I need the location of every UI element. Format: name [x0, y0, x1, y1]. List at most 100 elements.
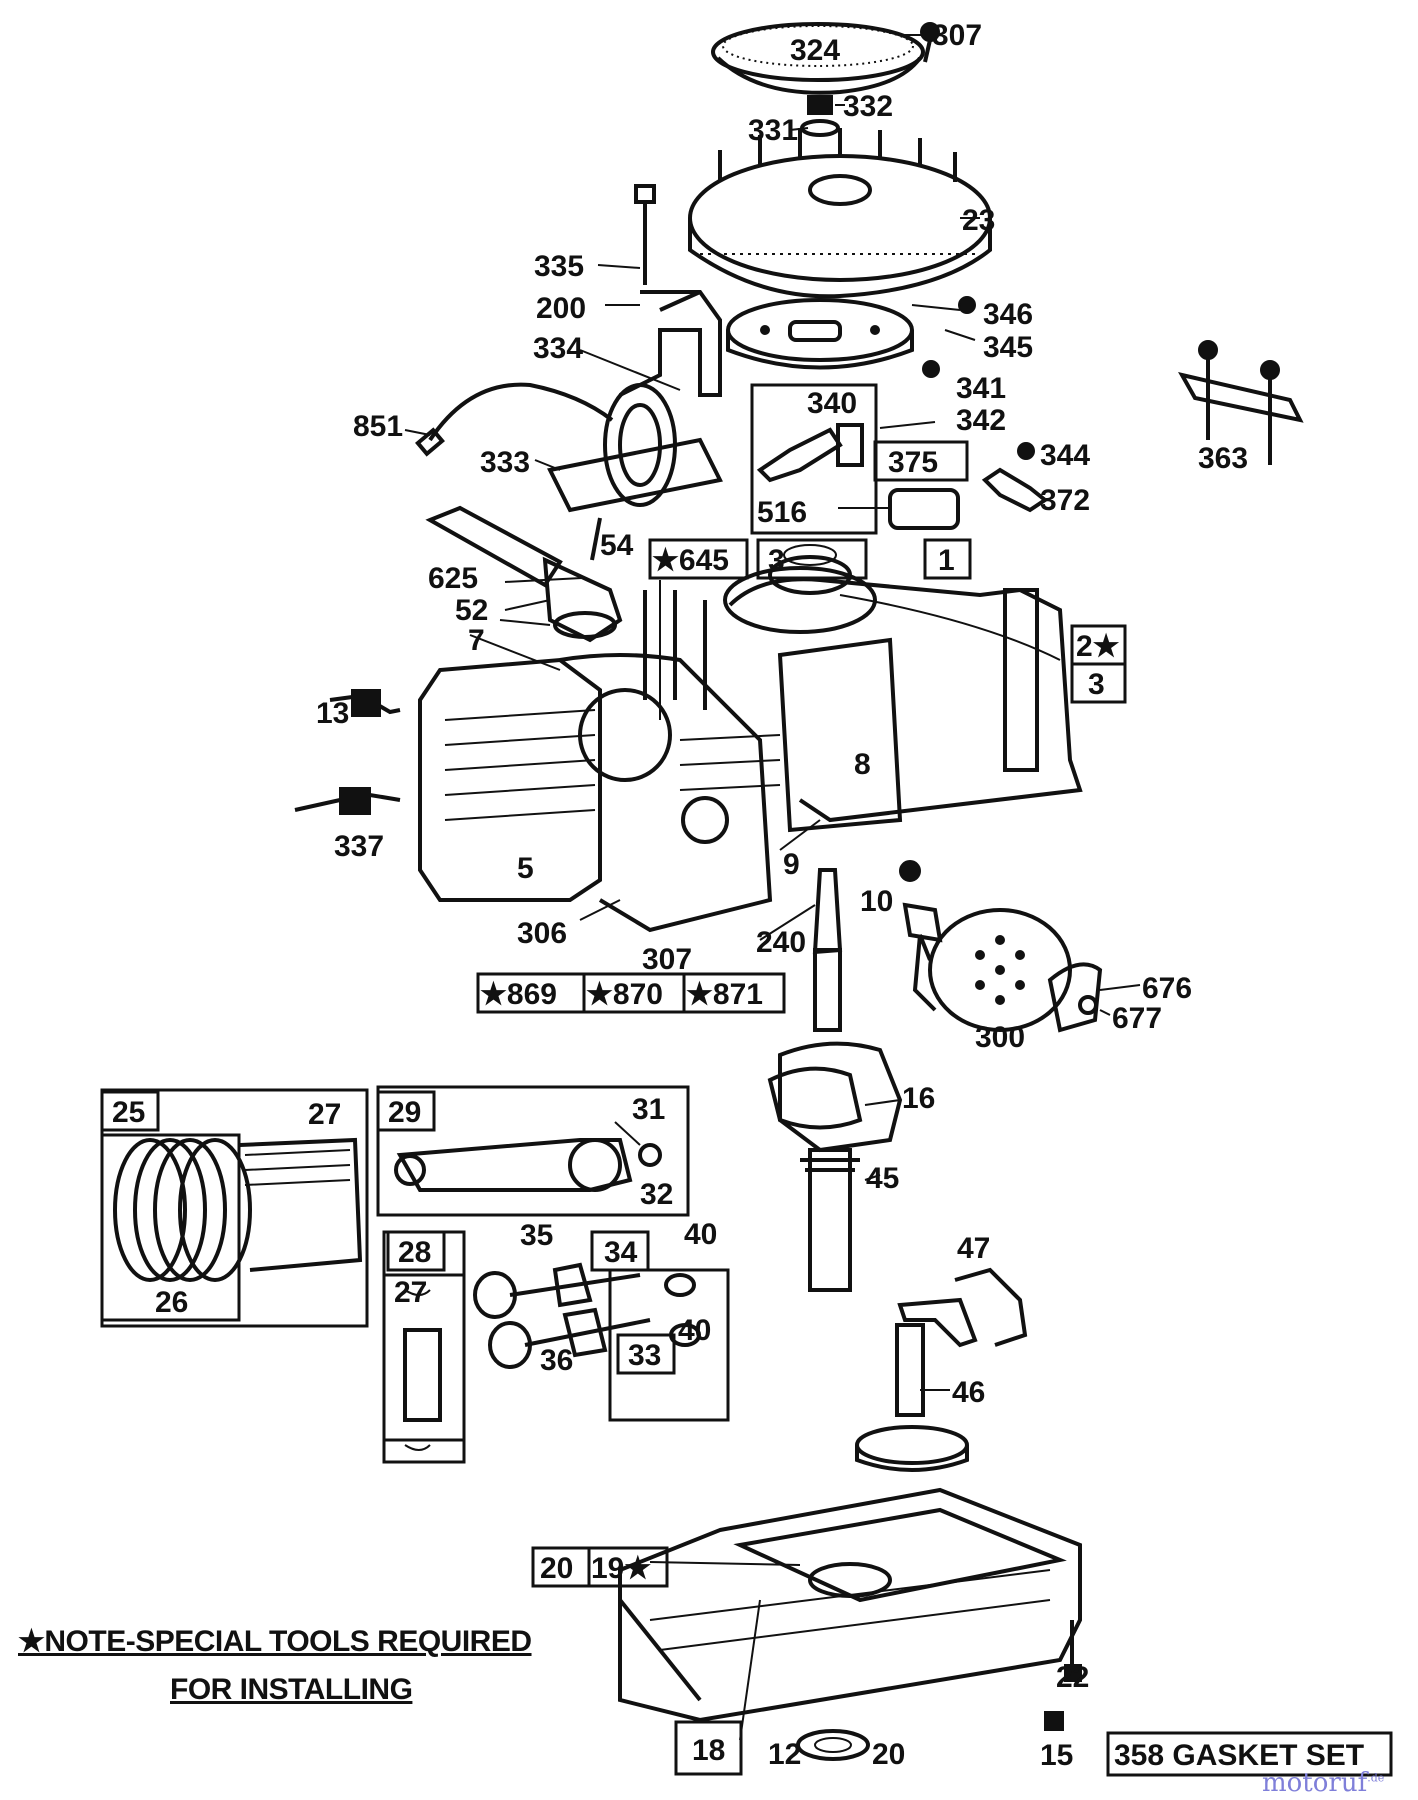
- ignition-armature-part: [415, 382, 723, 513]
- note-for-installing: FOR INSTALLING: [170, 1673, 413, 1706]
- part-label: 345: [983, 331, 1033, 364]
- crankshaft-part: [767, 868, 903, 1292]
- boxed-label: 33: [628, 1339, 661, 1372]
- part-label: 7: [468, 624, 485, 657]
- boxed-label: 358 GASKET SET: [1114, 1739, 1364, 1772]
- boxed-label: 34: [604, 1236, 638, 1269]
- part-label: 625: [428, 562, 478, 595]
- piston-pin-inner-frame: [382, 1273, 466, 1442]
- fuel-tank-bracket-part: [1178, 340, 1304, 465]
- part-label: 32: [640, 1178, 673, 1211]
- boxed-label: 29: [388, 1096, 421, 1129]
- flywheel-part: [688, 128, 992, 299]
- governor-part: [897, 1267, 1028, 1348]
- boxed-label: 3: [768, 544, 785, 577]
- watermark-logo: motoruf.de: [1262, 1768, 1384, 1798]
- part-label: 27: [308, 1098, 341, 1131]
- boxed-label: 1: [938, 544, 955, 577]
- part-label: 35: [520, 1219, 553, 1252]
- part-label: 676: [1142, 972, 1192, 1005]
- part-label: 47: [957, 1232, 990, 1265]
- cam-gear-part: [855, 1323, 969, 1472]
- part-label: 20: [872, 1738, 905, 1771]
- part-label: 333: [480, 446, 530, 479]
- part-label: 23: [962, 204, 995, 237]
- bolt-part: [634, 184, 656, 285]
- part-label: 337: [334, 830, 384, 863]
- part-label: 851: [353, 410, 403, 443]
- part-label: 307: [642, 943, 692, 976]
- connecting-rod-group-frame: [376, 1085, 690, 1217]
- part-label: 335: [534, 250, 584, 283]
- boxed-label: 19★: [591, 1552, 651, 1585]
- boxed-label: 18: [692, 1734, 725, 1767]
- piston-part: [113, 1137, 363, 1282]
- note-special-tools: ★NOTE-SPECIAL TOOLS REQUIRED: [18, 1625, 532, 1658]
- boxed-label: 375: [888, 446, 938, 479]
- boxed-label: ★869: [480, 978, 557, 1011]
- part-label: 340: [807, 387, 857, 420]
- part-number-labels: 307 324 332 331 23 335 200 346 345 334 3…: [155, 19, 1248, 1772]
- part-label: 334: [533, 332, 583, 365]
- part-label: 240: [756, 926, 806, 959]
- watermark-text: motoruf: [1262, 1768, 1368, 1798]
- part-label: 54: [600, 529, 634, 562]
- part-label: 10: [860, 885, 893, 918]
- boxed-label: ★870: [586, 978, 663, 1011]
- bracket-part: [619, 290, 722, 397]
- part-label: 300: [975, 1021, 1025, 1054]
- part-label: 16: [902, 1082, 935, 1115]
- part-label: 363: [1198, 442, 1248, 475]
- part-label: 15: [1040, 1739, 1073, 1772]
- piston-pin-part: [403, 1289, 442, 1451]
- part-label: 45: [866, 1162, 899, 1195]
- part-label: 5: [517, 852, 534, 885]
- muffler-deflector-part: [1047, 962, 1103, 1033]
- boxed-label: 2★: [1076, 630, 1120, 663]
- cylinder-head-part: [418, 653, 781, 933]
- leader-lines: [404, 34, 1141, 1741]
- part-label: 516: [757, 496, 807, 529]
- boxed-label: 28: [398, 1236, 431, 1269]
- part-label: 324: [790, 34, 840, 67]
- part-label: 341: [956, 372, 1006, 405]
- part-label: 9: [783, 848, 800, 881]
- part-label: 372: [1040, 484, 1090, 517]
- piston-rings-frame: [100, 1133, 241, 1322]
- boxed-label: 20: [540, 1552, 573, 1585]
- part-label: 342: [956, 404, 1006, 437]
- part-label: 36: [540, 1344, 573, 1377]
- part-label: 12: [768, 1738, 801, 1771]
- label-boxes: [100, 440, 1393, 1777]
- clip-part: [981, 467, 1049, 513]
- drain-plug-part: [1044, 1620, 1082, 1731]
- part-label: 40: [678, 1314, 711, 1347]
- ground-wire: [839, 594, 1061, 661]
- intake-elbow-part: [425, 505, 623, 643]
- part-label: 306: [517, 917, 567, 950]
- screw-part: [920, 22, 940, 63]
- part-label: 200: [536, 292, 586, 325]
- watermark-suffix: .de: [1367, 1771, 1385, 1785]
- boxed-label: ★871: [686, 978, 763, 1011]
- part-label: 13: [316, 697, 349, 730]
- part-label: 22: [1056, 1661, 1089, 1694]
- flywheel-nut-part: [800, 95, 840, 137]
- part-label: 31: [632, 1093, 665, 1126]
- rotating-screen-part: [711, 22, 925, 95]
- spark-plug-part: [294, 689, 401, 815]
- part-label: 344: [1040, 439, 1090, 472]
- part-label: 346: [983, 298, 1033, 331]
- part-label: 40: [684, 1218, 717, 1251]
- part-label: 332: [843, 90, 893, 123]
- stop-switch-part: [756, 421, 960, 530]
- part-label: 46: [952, 1376, 985, 1409]
- valve-part: [473, 1262, 701, 1369]
- boxed-label: 3: [1088, 668, 1105, 701]
- part-label: 677: [1112, 1002, 1162, 1035]
- part-label: 26: [155, 1286, 188, 1319]
- starter-cup-part: [726, 298, 914, 370]
- muffler-part: [902, 902, 1072, 1032]
- part-label: 331: [748, 114, 798, 147]
